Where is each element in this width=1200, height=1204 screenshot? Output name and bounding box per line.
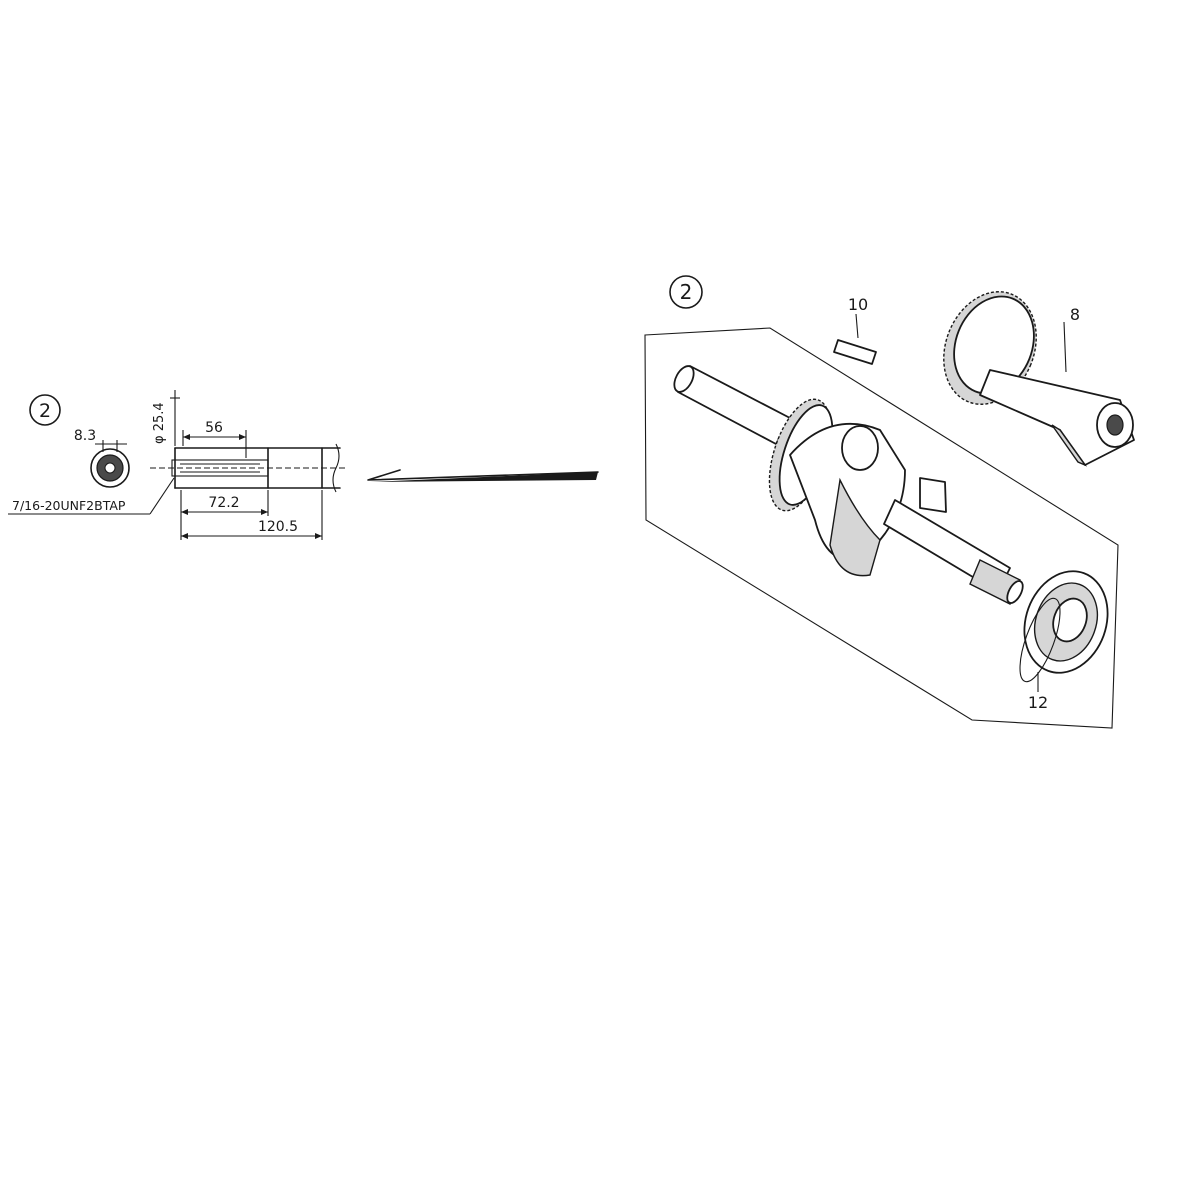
- detail-arrow: [367, 469, 599, 482]
- shaft-detail-view: 2 8.3: [8, 390, 345, 540]
- assembly-boundary: [644, 327, 1119, 729]
- part-bearing-label: 12: [1028, 693, 1048, 712]
- bearing: [1019, 570, 1109, 683]
- dim-bore-label: 8.3: [74, 428, 96, 444]
- dim-keyway-label: 56: [205, 420, 223, 436]
- detail-callout: 2: [29, 394, 61, 426]
- dim-shaft-dia-label: φ 25.4: [152, 402, 167, 444]
- part-gear-label: 8: [1070, 305, 1080, 324]
- part-key-label: 10: [848, 295, 868, 314]
- detail-callout-label: 2: [39, 400, 51, 422]
- shaft-end-view: 8.3: [74, 428, 130, 488]
- shaft-side-view: φ 25.4 56 72.2 120.5 7/16-20UNF2: [8, 390, 345, 540]
- thread-note-label: 7/16-20UNF2BTAP: [12, 498, 126, 513]
- governor-gear: [943, 291, 1135, 467]
- exploded-callout: 2: [669, 275, 703, 309]
- woodruff-key: [833, 313, 877, 365]
- exploded-view: 2: [644, 275, 1135, 729]
- dim-total-label: 120.5: [258, 519, 298, 535]
- crankshaft: [673, 365, 1024, 605]
- exploded-callout-label: 2: [680, 280, 693, 304]
- dim-step-label: 72.2: [208, 495, 239, 511]
